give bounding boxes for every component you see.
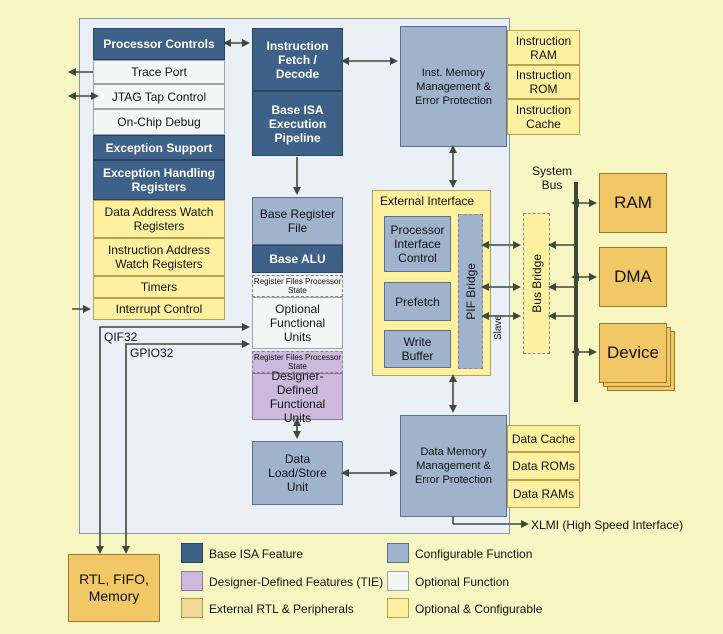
instruction-rom-box: Instruction ROM — [507, 65, 580, 99]
legend-swatch-opt-config — [387, 598, 409, 618]
timers-box: Timers — [93, 276, 225, 298]
on-chip-debug-box: On-Chip Debug — [93, 109, 225, 135]
write-buffer-box: Write Buffer — [384, 330, 451, 368]
instruction-ram-box: Instruction RAM — [507, 30, 580, 65]
instruction-cache-box: Instruction Cache — [507, 99, 580, 135]
data-cache-box: Data Cache — [507, 425, 580, 452]
legend-opt-config: Optional & Configurable — [415, 602, 543, 616]
legend-configurable: Configurable Function — [415, 547, 533, 561]
data-memory-management-box: Data Memory Management & Error Protectio… — [400, 415, 507, 517]
ram-box: RAM — [599, 173, 667, 233]
inst-memory-management-box: Inst. Memory Management & Error Protecti… — [400, 26, 507, 147]
register-files-processor-state-1: Register Files Processor State — [252, 275, 343, 297]
rtl-fifo-memory-box: RTL, FIFO, Memory — [68, 554, 160, 622]
system-bus-bar — [574, 182, 578, 402]
external-interface-title: External Interface — [380, 194, 475, 208]
exception-handling-registers-box: Exception Handling Registers — [93, 160, 225, 200]
data-roms-box: Data ROMs — [507, 452, 580, 480]
instruction-address-watch-box: Instruction Address Watch Registers — [93, 238, 225, 276]
register-files-processor-state-2: Register Files Processor State — [252, 351, 343, 373]
legend-swatch-configurable — [387, 543, 409, 563]
device-box: Device — [599, 323, 667, 383]
legend-optional: Optional Function — [415, 575, 510, 589]
xlmi-label: XLMI (High Speed Interface) — [531, 518, 684, 532]
trace-port-box: Trace Port — [93, 60, 225, 84]
pif-bridge-box: PIF Bridge — [458, 214, 483, 369]
processor-interface-control-box: Processor Interface Control — [384, 216, 451, 272]
dma-box: DMA — [599, 247, 667, 307]
prefetch-box: Prefetch — [384, 282, 451, 321]
legend-designer: Designer-Defined Features (TIE) — [209, 575, 384, 589]
optional-functional-units-box: Optional Functional Units — [252, 297, 343, 349]
interrupt-control-box: Interrupt Control — [93, 298, 225, 320]
data-address-watch-box: Data Address Watch Registers — [93, 200, 225, 238]
legend-swatch-optional — [387, 571, 409, 591]
base-alu-box: Base ALU — [252, 245, 343, 273]
base-isa-pipeline-box: Base ISA Execution Pipeline — [252, 91, 343, 156]
legend-external-rtl: External RTL & Peripherals — [209, 602, 354, 616]
data-load-store-unit-box: Data Load/Store Unit — [252, 441, 343, 505]
base-register-file-box: Base Register File — [252, 197, 343, 245]
data-rams-box: Data RAMs — [507, 480, 580, 508]
processor-controls-box: Processor Controls — [93, 28, 225, 60]
legend-swatch-external — [181, 598, 203, 618]
jtag-tap-control-box: JTAG Tap Control — [93, 84, 225, 109]
exception-support-box: Exception Support — [93, 135, 225, 160]
system-bus-label: System Bus — [531, 164, 572, 192]
legend-swatch-designer — [181, 571, 203, 591]
